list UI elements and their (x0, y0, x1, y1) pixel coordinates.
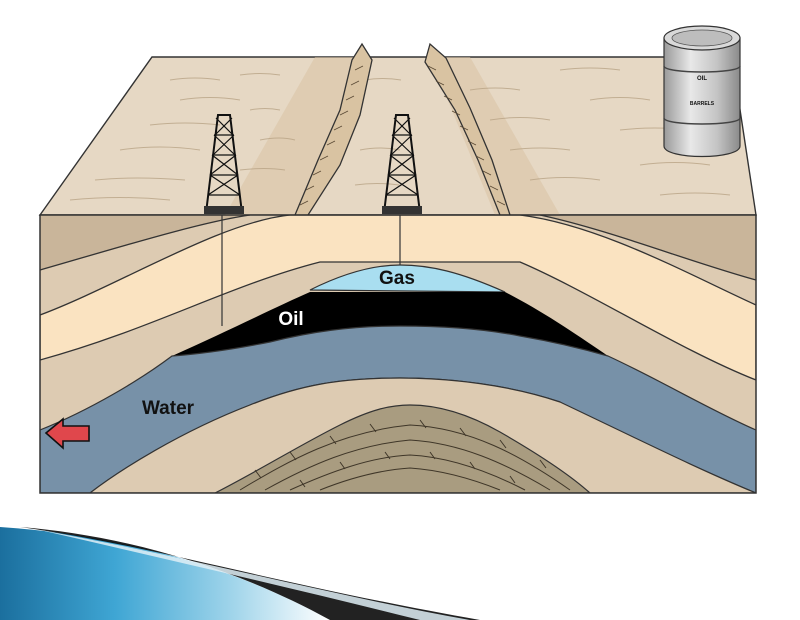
cross-section (40, 215, 756, 493)
left-ridge (294, 42, 373, 216)
water-label: Water (142, 398, 195, 419)
section-border (39, 214, 757, 494)
barrel-bottom-text: BARRELS (690, 101, 715, 107)
folded-core (214, 404, 591, 493)
oil-zone (172, 292, 608, 356)
oil-derrick-icon (382, 114, 422, 214)
oil-label: Oil (278, 309, 303, 330)
surface-plane (38, 56, 757, 216)
barrel-top-text: OIL (697, 76, 707, 82)
gas-zone (309, 264, 506, 293)
oil-barrel-icon: OIL BARRELS (663, 25, 741, 158)
slide-decoration (0, 527, 480, 620)
gas-label: Gas (379, 268, 415, 289)
left-arrow-icon[interactable] (44, 417, 90, 450)
oil-derrick-icon (204, 114, 244, 214)
